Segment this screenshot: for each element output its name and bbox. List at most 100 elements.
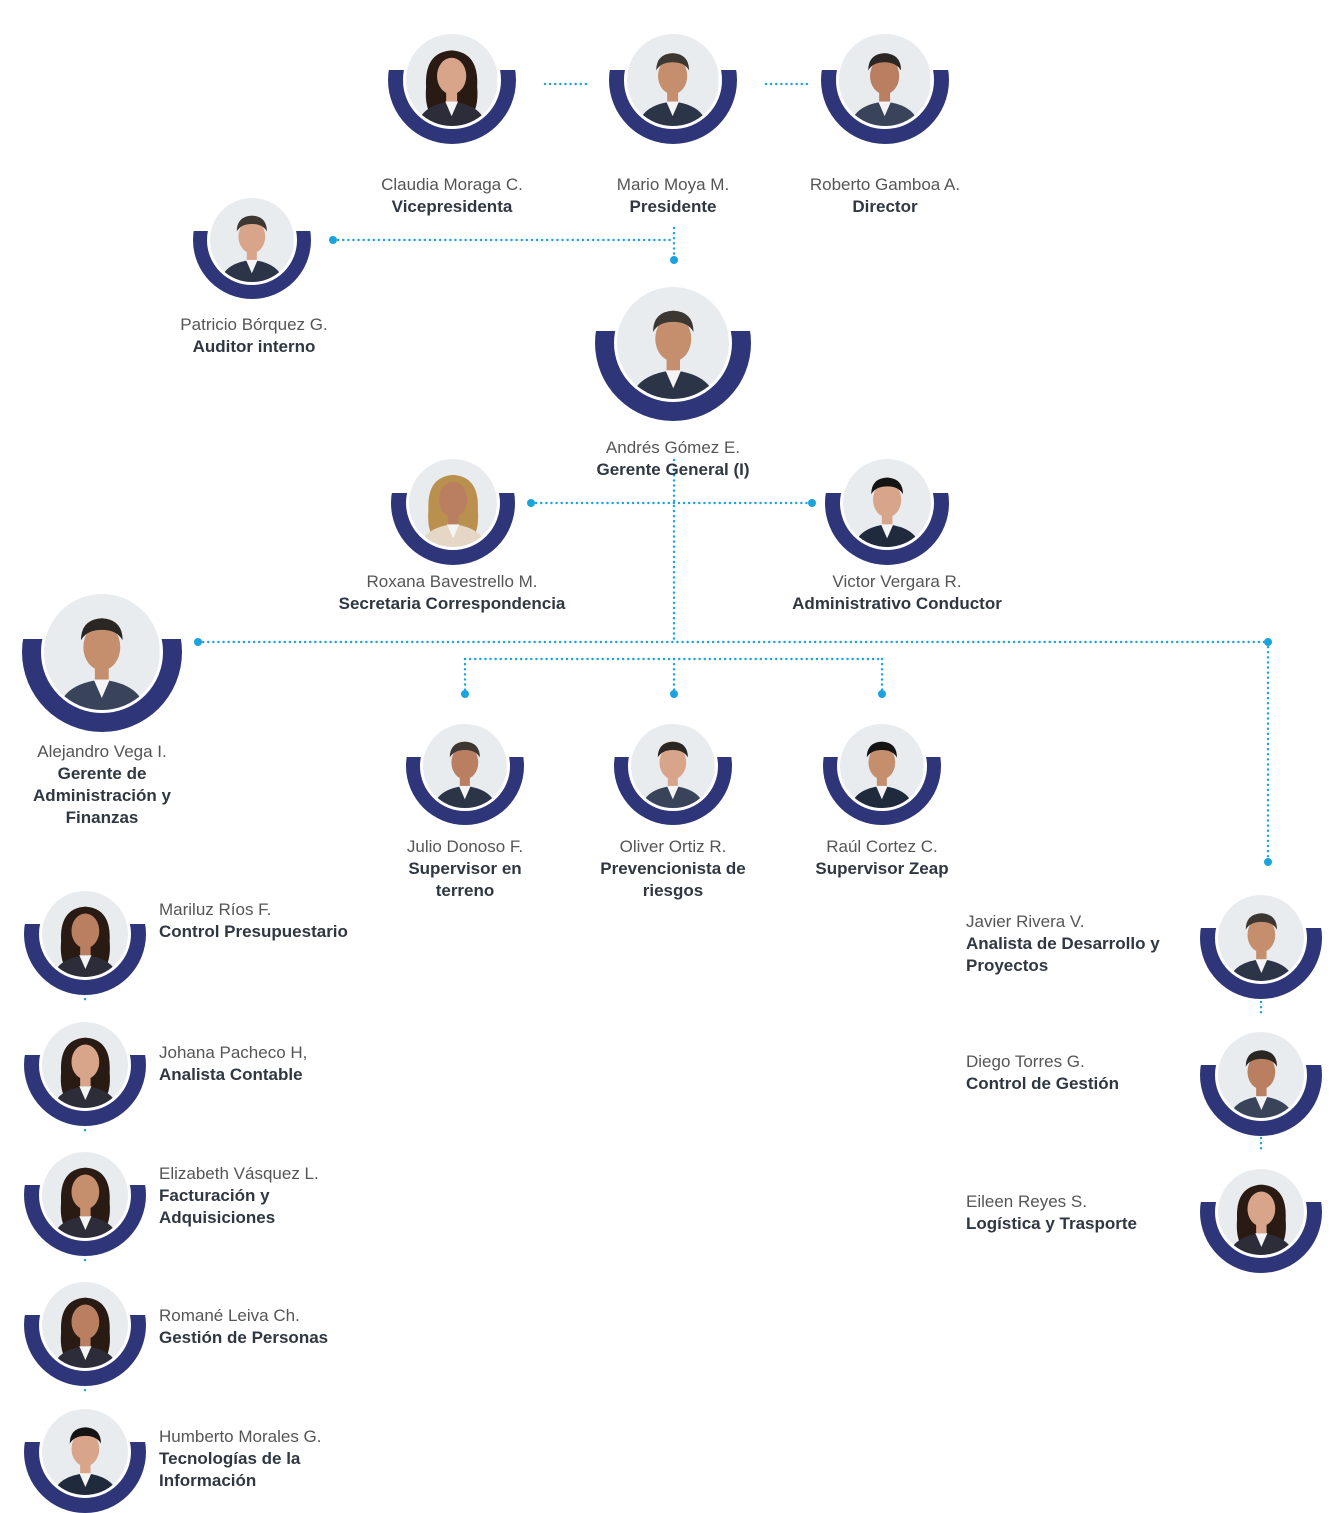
avatar-ring bbox=[1200, 877, 1322, 999]
face-shape bbox=[71, 913, 99, 948]
avatar-ring bbox=[24, 1004, 146, 1126]
person-name: Eileen Reyes S. bbox=[966, 1192, 1087, 1211]
collar-shape bbox=[446, 524, 460, 539]
collar-shape bbox=[667, 786, 679, 800]
hair-shape bbox=[652, 310, 694, 332]
face-shape bbox=[238, 219, 266, 254]
person-name: Mariluz Ríos F. bbox=[159, 900, 272, 919]
person-name: Romané Leiva Ch. bbox=[159, 1306, 300, 1325]
hair-shape bbox=[69, 1426, 101, 1444]
portrait-icon bbox=[41, 890, 129, 978]
person-label-morales: Humberto Morales G. Tecnologías de la In… bbox=[159, 1426, 339, 1492]
portrait-icon bbox=[840, 724, 924, 808]
portrait-icon bbox=[616, 286, 730, 400]
person-label-gamboa: Roberto Gamboa A. Director bbox=[775, 174, 995, 218]
person-role: Auditor interno bbox=[192, 337, 316, 356]
person-role: Control Presupuestario bbox=[159, 922, 348, 941]
avatar-photo bbox=[38, 887, 132, 981]
collar-shape bbox=[445, 101, 459, 117]
face-shape bbox=[659, 745, 687, 780]
person-name: Javier Rivera V. bbox=[966, 912, 1085, 931]
connector-dot bbox=[1264, 858, 1272, 866]
person-role: Gestión de Personas bbox=[159, 1328, 329, 1347]
portrait-icon bbox=[41, 1151, 129, 1239]
person-label-cortez: Raúl Cortez C. Supervisor Zeap bbox=[794, 836, 970, 880]
face-shape bbox=[1247, 917, 1275, 952]
person-role: Analista de Desarrollo y Proyectos bbox=[966, 934, 1160, 975]
person-name: Patricio Bórquez G. bbox=[180, 315, 328, 334]
avatar-photo bbox=[839, 455, 935, 551]
portrait-icon bbox=[631, 724, 715, 808]
person-name: Roberto Gamboa A. bbox=[809, 175, 961, 194]
avatar-photo bbox=[405, 455, 501, 551]
person-role: Supervisor en terreno bbox=[408, 859, 522, 900]
collar-shape bbox=[666, 101, 680, 117]
person-label-vasquez: Elizabeth Vásquez L. Facturación y Adqui… bbox=[159, 1163, 319, 1229]
portrait-icon bbox=[41, 1021, 129, 1109]
portrait-icon bbox=[41, 1281, 129, 1369]
face-shape bbox=[438, 481, 468, 518]
face-shape bbox=[1247, 1191, 1275, 1226]
person-name: Alejandro Vega I. bbox=[37, 742, 167, 761]
collar-shape bbox=[459, 786, 471, 800]
collar-shape bbox=[876, 786, 888, 800]
collar-shape bbox=[1254, 1095, 1268, 1110]
avatar-ring bbox=[391, 441, 515, 565]
face-shape bbox=[872, 481, 902, 518]
hair-shape bbox=[868, 53, 902, 71]
connector-dot bbox=[329, 236, 337, 244]
person-role: Gerente General (I) bbox=[596, 460, 750, 479]
hair-shape bbox=[871, 477, 903, 495]
avatar-ring bbox=[388, 16, 516, 144]
collar-shape bbox=[880, 524, 894, 539]
portrait-icon bbox=[210, 198, 294, 282]
connector-dot bbox=[878, 690, 886, 698]
portrait-icon bbox=[1217, 1168, 1305, 1256]
person-role: Analista Contable bbox=[159, 1065, 303, 1084]
neck-shape bbox=[447, 510, 459, 525]
person-label-vergara: Victor Vergara R. Administrativo Conduct… bbox=[747, 571, 1047, 615]
avatar-ring bbox=[24, 1134, 146, 1256]
portrait-icon bbox=[406, 34, 498, 126]
collar-shape bbox=[1254, 958, 1268, 973]
avatar-ring bbox=[614, 707, 732, 825]
portrait-icon bbox=[408, 458, 498, 548]
person-name: Oliver Ortiz R. bbox=[619, 837, 727, 856]
person-role: Facturación y Adquisiciones bbox=[159, 1186, 276, 1227]
hair-shape bbox=[449, 741, 481, 758]
avatar-photo bbox=[624, 31, 722, 129]
hair-shape bbox=[866, 741, 898, 758]
person-label-donoso: Julio Donoso F. Supervisor en terreno bbox=[377, 836, 553, 902]
connector-dot bbox=[808, 499, 816, 507]
hair-shape bbox=[1245, 912, 1277, 930]
avatar-ring bbox=[22, 572, 182, 732]
portrait-icon bbox=[627, 34, 719, 126]
avatar-photo bbox=[403, 31, 501, 129]
connector-dot bbox=[670, 690, 678, 698]
connector-dot bbox=[194, 638, 202, 646]
person-name: Diego Torres G. bbox=[966, 1052, 1085, 1071]
person-name: Humberto Morales G. bbox=[159, 1427, 322, 1446]
person-label-borquez: Patricio Bórquez G. Auditor interno bbox=[144, 314, 364, 358]
portrait-icon bbox=[1217, 1031, 1305, 1119]
avatar-photo bbox=[1214, 1165, 1308, 1259]
face-shape bbox=[870, 58, 900, 95]
person-label-gomez: Andrés Gómez E. Gerente General (I) bbox=[563, 437, 783, 481]
person-label-vega: Alejandro Vega I. Gerente de Administrac… bbox=[12, 741, 192, 829]
portrait-icon bbox=[839, 34, 931, 126]
avatar-photo bbox=[613, 283, 733, 403]
face-shape bbox=[1247, 1054, 1275, 1089]
person-label-ortiz: Oliver Ortiz R. Prevencionista de riesgo… bbox=[585, 836, 761, 902]
face-shape bbox=[71, 1174, 99, 1209]
collar-shape bbox=[93, 679, 111, 699]
person-name: Raúl Cortez C. bbox=[826, 837, 938, 856]
person-name: Julio Donoso F. bbox=[406, 837, 524, 856]
face-shape bbox=[83, 624, 121, 671]
collar-shape bbox=[665, 370, 681, 389]
person-label-reyes: Eileen Reyes S. Logística y Trasporte bbox=[966, 1191, 1186, 1235]
person-label-torres: Diego Torres G. Control de Gestión bbox=[966, 1051, 1186, 1095]
avatar-ring bbox=[1200, 1014, 1322, 1136]
neck-shape bbox=[246, 246, 258, 261]
hair-shape bbox=[656, 53, 690, 71]
person-name: Andrés Gómez E. bbox=[605, 438, 741, 457]
